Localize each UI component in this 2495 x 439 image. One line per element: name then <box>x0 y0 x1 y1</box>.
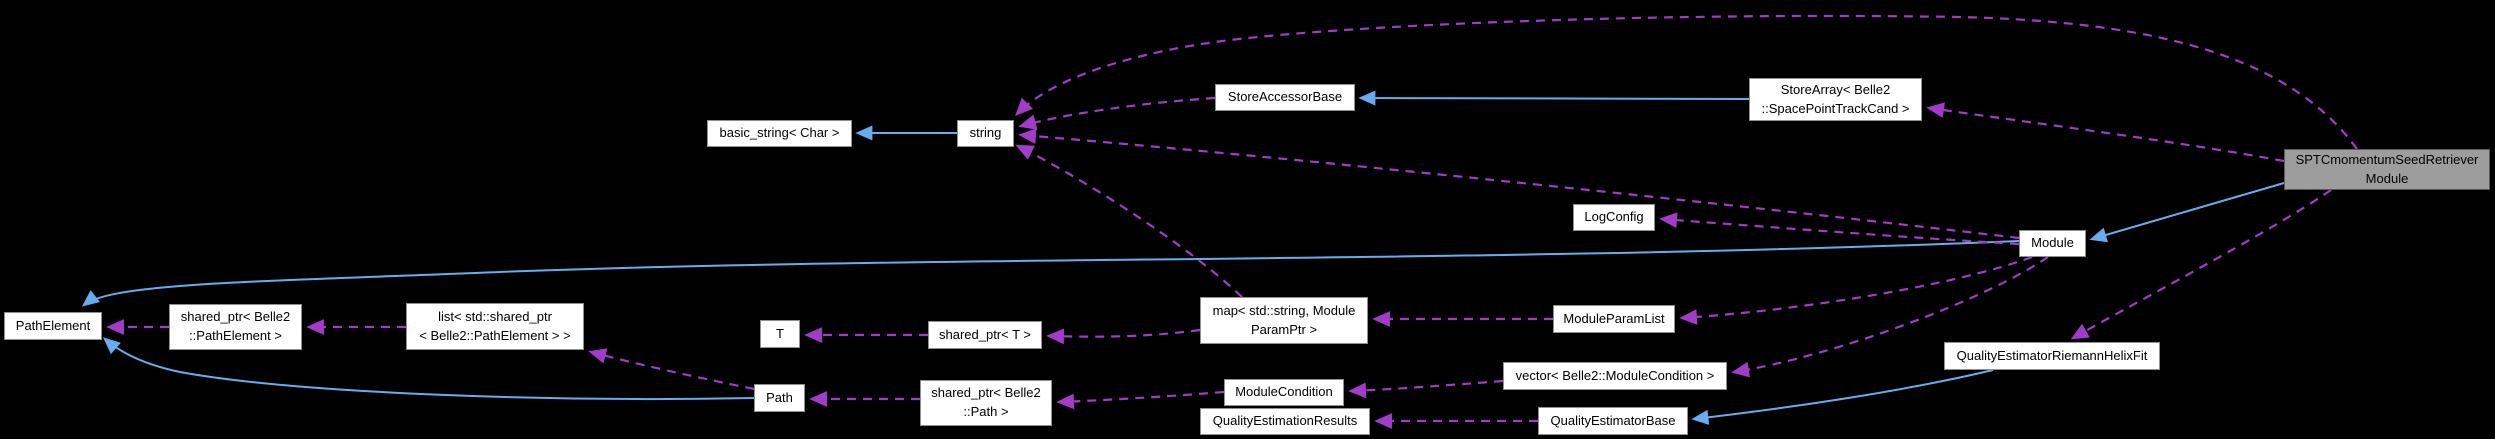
node-label: ParamPtr > <box>1250 321 1318 337</box>
edge-sptc_momentum_seed_retriever_module-to-quality_estimator_riemann_helix_fit <box>2070 189 2332 340</box>
node-path[interactable]: Path <box>754 384 805 412</box>
node-label: ::SpacePointTrackCand > <box>1761 100 1910 116</box>
node-module_condition[interactable]: ModuleCondition <box>1224 379 1344 406</box>
node-label: ModuleParamList <box>1563 310 1665 326</box>
node-label: StoreAccessorBase <box>1227 89 1343 105</box>
node-quality_estimator_base[interactable]: QualityEstimatorBase <box>1538 407 1688 435</box>
node-module[interactable]: Module <box>2019 230 2086 257</box>
node-quality_estimation_results[interactable]: QualityEstimationResults <box>1200 408 1370 435</box>
node-label: shared_ptr< Belle2 <box>180 309 291 325</box>
node-label: map< std::string, Module <box>1212 302 1356 318</box>
node-label: PathElement <box>15 317 91 333</box>
edge-store_array-to-store_accessor_base <box>1358 90 1750 106</box>
node-label: < Belle2::PathElement > > <box>419 327 571 343</box>
node-label: basic_string< Char > <box>719 125 840 141</box>
node-store_accessor_base[interactable]: StoreAccessorBase <box>1215 84 1355 111</box>
node-label: LogConfig <box>1584 209 1644 225</box>
node-label: Module <box>2365 170 2409 186</box>
node-label: ::PathElement > <box>189 328 282 343</box>
node-label: Path <box>766 389 793 405</box>
node-label: ::Path > <box>963 404 1009 419</box>
node-module_param_list[interactable]: ModuleParamList <box>1553 305 1675 333</box>
node-shared_ptr_t[interactable]: shared_ptr< T > <box>928 321 1042 349</box>
node-label: shared_ptr< Belle2 <box>931 385 1041 401</box>
edge-module-to-path_element <box>81 240 2020 307</box>
edge-sptc_momentum_seed_retriever_module-to-string <box>1015 14 2358 150</box>
node-label: T <box>776 325 784 341</box>
node-shared_ptr_path_element[interactable]: shared_ptr< Belle2::PathElement > <box>169 304 302 350</box>
node-label: QualityEstimatorBase <box>1550 412 1676 428</box>
edge-module-to-string <box>1018 128 2020 240</box>
edge-module-to-module_param_list <box>1679 255 2033 325</box>
edge-quality_estimator_riemann_helix_fit-to-quality_estimator_base <box>1691 369 1994 425</box>
node-label: SPTCmomentumSeedRetriever <box>2295 151 2479 167</box>
node-label: QualityEstimatorRiemannHelixFit <box>1956 347 2148 363</box>
edge-store_accessor_base-to-string <box>1018 96 1216 130</box>
edge-map_string_module_param_ptr-to-string <box>1015 144 1243 298</box>
node-label: list< std::shared_ptr <box>438 308 552 324</box>
node-list_shared_ptr_path_element[interactable]: list< std::shared_ptr< Belle2::PathEleme… <box>406 303 584 350</box>
node-label: shared_ptr< T > <box>938 326 1032 342</box>
node-label: QualityEstimationResults <box>1212 413 1358 429</box>
node-label: ModuleCondition <box>1235 384 1333 400</box>
edge-map_string_module_param_ptr-to-shared_ptr_t <box>1046 328 1201 345</box>
node-quality_estimator_riemann_helix_fit[interactable]: QualityEstimatorRiemannHelixFit <box>1944 342 2160 370</box>
edge-module_condition-to-shared_ptr_belle2_path <box>1056 390 1225 410</box>
node-t[interactable]: T <box>760 320 800 348</box>
edge-module-to-log_config <box>1659 212 2020 246</box>
edge-vector_belle2_module_condition-to-module_condition <box>1348 379 1504 399</box>
node-path_element[interactable]: PathElement <box>4 312 102 340</box>
node-basic_string[interactable]: basic_string< Char > <box>707 120 852 147</box>
node-shared_ptr_belle2_path[interactable]: shared_ptr< Belle2::Path > <box>920 380 1052 426</box>
node-vector_belle2_module_condition[interactable]: vector< Belle2::ModuleCondition > <box>1503 362 1727 390</box>
edge-path-to-path_element <box>102 337 755 400</box>
edge-module-to-vector_belle2_module_condition <box>1731 256 2049 378</box>
node-label: StoreArray< Belle2 <box>1780 81 1891 97</box>
node-log_config[interactable]: LogConfig <box>1573 204 1655 231</box>
edge-sptc_momentum_seed_retriever_module-to-module <box>2089 182 2285 243</box>
edge-sptc_momentum_seed_retriever_module-to-store_array <box>1926 102 2285 163</box>
node-string[interactable]: string <box>957 120 1014 147</box>
node-label: Module <box>2031 235 2074 251</box>
node-label: string <box>969 125 1002 141</box>
edge-path-to-list_shared_ptr_path_element <box>588 348 755 391</box>
node-store_array[interactable]: StoreArray< Belle2::SpacePointTrackCand … <box>1749 78 1922 121</box>
node-label: vector< Belle2::ModuleCondition > <box>1515 367 1715 383</box>
